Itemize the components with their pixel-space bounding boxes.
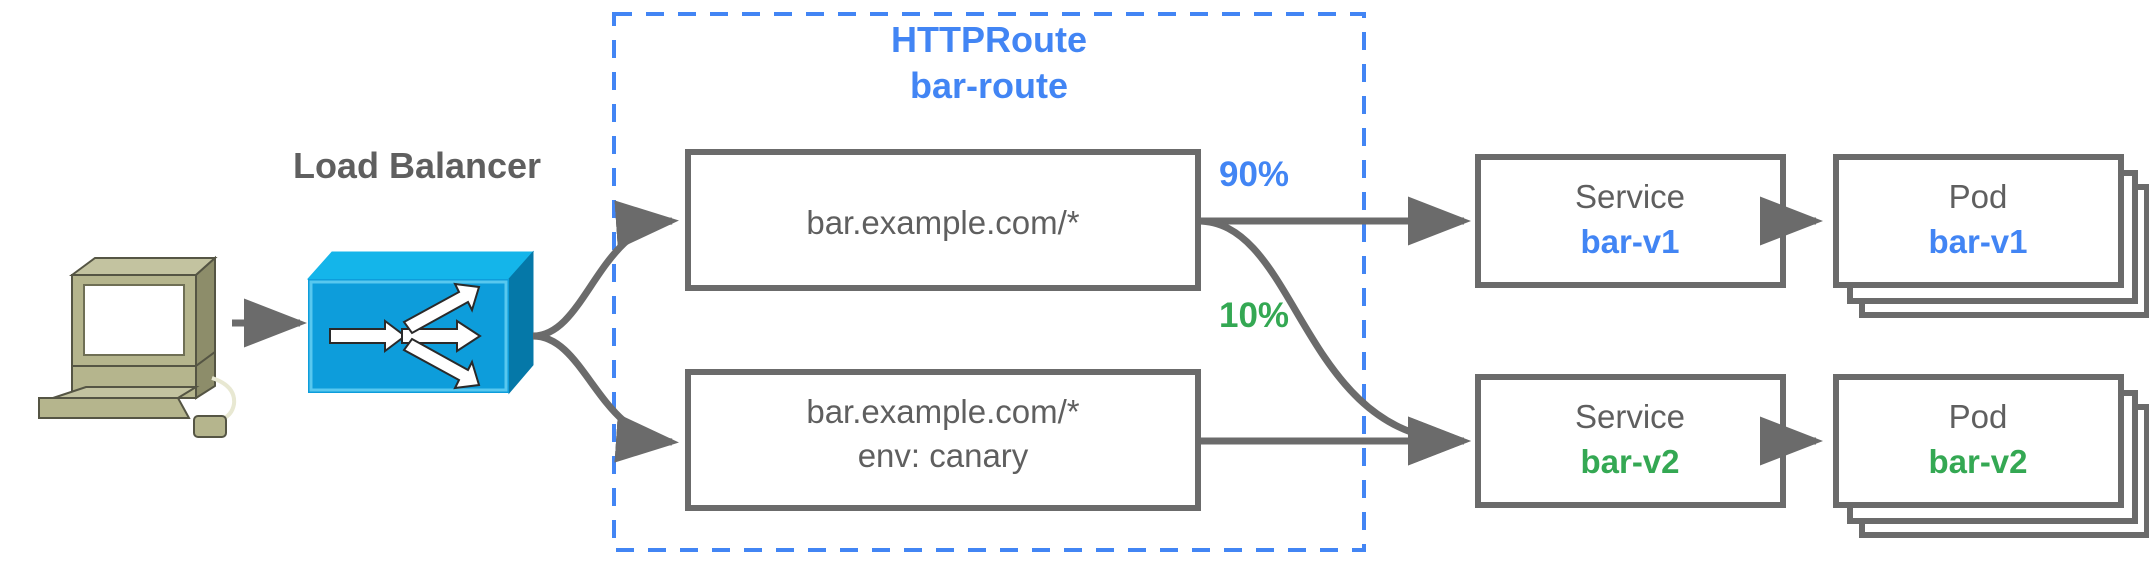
httproute-region — [612, 12, 1366, 552]
weight-label-10: 10% — [1219, 296, 1289, 335]
service-v1-kind-label: Service — [1575, 178, 1685, 215]
pod-box-bar-v1 — [1833, 154, 2124, 288]
pod-v2-kind-label: Pod — [1949, 398, 2008, 435]
rule-primary-line-1: bar.example.com/* — [806, 204, 1079, 241]
desktop-computer-icon — [38, 255, 237, 438]
pod-stack-bar-v1 — [1833, 154, 2149, 318]
service-v2-name-label: bar-v2 — [1580, 443, 1679, 480]
rule-canary-line-1: bar.example.com/* — [806, 393, 1079, 430]
service-box-bar-v2 — [1475, 374, 1786, 508]
pod-v1-name-label: bar-v1 — [1928, 223, 2027, 260]
edge-lb-to-rule-primary — [532, 200, 679, 340]
rule-canary-line-2: env: canary — [858, 437, 1029, 474]
rule-box-primary — [685, 149, 1201, 291]
edge-lb-to-rule-canary — [532, 332, 679, 463]
httproute-kind-label: HTTPRoute — [891, 19, 1087, 60]
weight-label-90: 90% — [1219, 155, 1289, 194]
service-v1-name-label: bar-v1 — [1580, 223, 1679, 260]
pod-v2-name-label: bar-v2 — [1928, 443, 2027, 480]
pod-box-bar-v2 — [1833, 374, 2124, 508]
service-v2-kind-label: Service — [1575, 398, 1685, 435]
rule-box-canary — [685, 369, 1201, 511]
service-box-bar-v1 — [1475, 154, 1786, 288]
httproute-name-label: bar-route — [910, 65, 1068, 106]
pod-stack-bar-v2 — [1833, 374, 2149, 538]
load-balancer-label: Load Balancer — [293, 145, 541, 186]
edge-rule-primary-to-service-v2 — [1197, 217, 1471, 466]
network-switch-icon — [306, 250, 535, 395]
pod-v1-kind-label: Pod — [1949, 178, 2008, 215]
